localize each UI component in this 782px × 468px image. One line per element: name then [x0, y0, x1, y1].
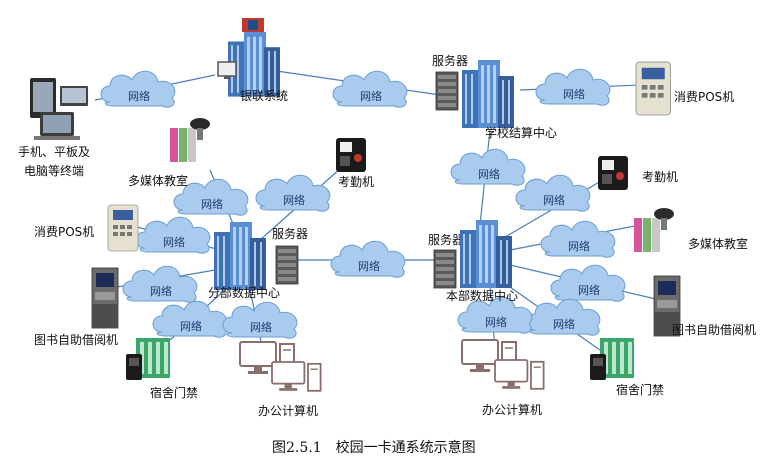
- office-right-label: 办公计算机: [482, 402, 542, 417]
- library-kiosk-icon: [91, 267, 119, 329]
- cloud-icon: 网络: [450, 148, 526, 186]
- unionpay-label: 银联系统: [240, 89, 288, 103]
- pos-terminal-icon: [107, 204, 139, 252]
- dorm-access-icon: [126, 338, 170, 380]
- terminals-label-line1: 手机、平板及: [18, 145, 90, 159]
- cloud-icon: 网络: [255, 174, 331, 212]
- svg-text:网络: 网络: [485, 315, 507, 329]
- school-center-building-icon: [462, 60, 514, 128]
- network-clouds: 网络 网络 网络 网络 网络 网络 网络 网络 网络 网络 网络 网络 网络 网…: [100, 68, 626, 339]
- branch-server-label: 服务器: [272, 226, 308, 241]
- main-center-label: 本部数据中心: [446, 288, 518, 303]
- cloud-icon: 网络: [222, 301, 298, 339]
- office-computer-icon: [271, 361, 322, 392]
- main-server-label: 服务器: [428, 232, 464, 247]
- branch-center-label: 分部数据中心: [208, 285, 280, 300]
- svg-text:网络: 网络: [553, 317, 575, 331]
- cloud-icon: 网络: [525, 298, 601, 336]
- devices-icon: [30, 78, 88, 140]
- multimedia-right-label: 多媒体教室: [688, 236, 748, 251]
- main-center-building-icon: [460, 220, 512, 288]
- attendance-machine-icon: [336, 138, 366, 172]
- pos-top-label: 消费POS机: [674, 90, 734, 104]
- cloud-icon: 网络: [457, 296, 533, 334]
- pos-terminal-icon: [635, 61, 672, 116]
- cloud-icon: 网络: [550, 264, 626, 302]
- cloud-icon: 网络: [122, 265, 198, 303]
- svg-text:网络: 网络: [201, 197, 223, 211]
- server-rack-icon: [275, 245, 299, 285]
- terminals-label-line2: 电脑等终端: [24, 163, 84, 178]
- cloud-icon: 网络: [330, 240, 406, 278]
- svg-text:网络: 网络: [180, 319, 202, 333]
- cloud-icon: 网络: [152, 300, 228, 338]
- dorm-right-label: 宿舍门禁: [616, 382, 664, 397]
- school-server-label: 服务器: [432, 53, 468, 68]
- office-left-label: 办公计算机: [258, 403, 318, 418]
- svg-text:网络: 网络: [128, 89, 150, 103]
- office-computer-icon: [494, 359, 545, 390]
- cloud-icon: 网络: [540, 220, 616, 258]
- svg-text:网络: 网络: [250, 320, 272, 334]
- dorm-left-label: 宿舍门禁: [150, 385, 198, 400]
- server-rack-icon: [435, 71, 459, 111]
- projector-classroom-icon: [634, 208, 674, 252]
- svg-text:网络: 网络: [543, 193, 565, 207]
- cloud-icon: 网络: [100, 70, 176, 108]
- attendance-machine-icon: [598, 156, 628, 190]
- cloud-icon: 网络: [173, 178, 249, 216]
- cloud-icon: 网络: [135, 216, 211, 254]
- school-center-label: 学校结算中心: [485, 125, 557, 140]
- cloud-icon: 网络: [515, 174, 591, 212]
- svg-text:网络: 网络: [358, 259, 380, 273]
- svg-text:网络: 网络: [563, 87, 585, 101]
- dorm-access-icon: [590, 338, 634, 380]
- svg-text:网络: 网络: [150, 284, 172, 298]
- figure-caption: 图2.5.1 校园一卡通系统示意图: [272, 439, 476, 456]
- svg-text:网络: 网络: [568, 239, 590, 253]
- svg-text:网络: 网络: [283, 193, 305, 207]
- library-right-label: 图书自助借阅机: [672, 323, 756, 337]
- attendance-right-label: 考勤机: [642, 170, 678, 184]
- unionpay-building-icon: [217, 18, 280, 97]
- svg-text:网络: 网络: [578, 283, 600, 297]
- pos-left-label: 消费POS机: [34, 225, 94, 239]
- library-left-label: 图书自助借阅机: [34, 333, 118, 347]
- attendance-left-label: 考勤机: [338, 175, 374, 189]
- server-rack-icon: [433, 249, 457, 289]
- cloud-icon: 网络: [535, 68, 611, 106]
- svg-text:网络: 网络: [360, 89, 382, 103]
- branch-center-building-icon: [214, 222, 266, 290]
- cloud-icon: 网络: [332, 70, 408, 108]
- projector-classroom-icon: [170, 118, 210, 162]
- svg-text:网络: 网络: [163, 235, 185, 249]
- svg-text:网络: 网络: [478, 167, 500, 181]
- multimedia-left-label: 多媒体教室: [128, 173, 188, 188]
